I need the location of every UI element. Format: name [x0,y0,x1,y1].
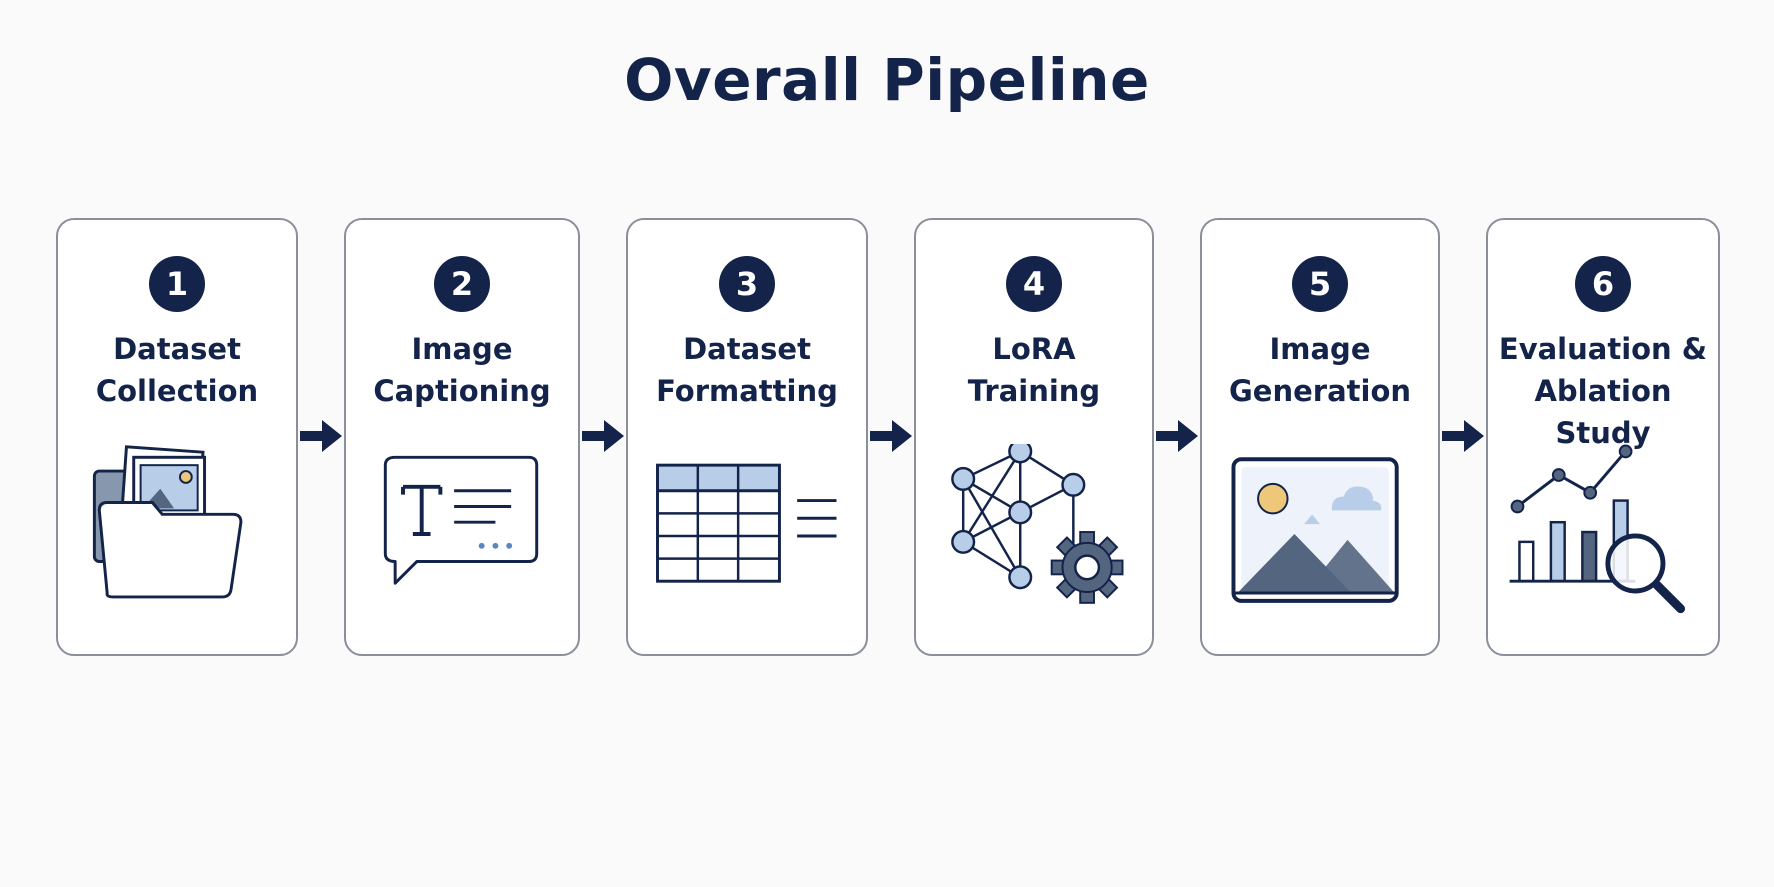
step-label-line-1: LoRA [992,332,1076,366]
flow-arrow [300,418,344,454]
table-grid-icon [656,463,837,583]
flow-arrow [870,418,914,454]
step-label-line-2: Generation [1228,374,1412,408]
step-card-2: 2 Image Captioning [344,218,580,656]
step-number-badge: 5 [1292,256,1348,312]
step-label: Image Generation [1202,328,1438,412]
step-card-5: 5 Image Generation [1200,218,1440,656]
step-number-badge: 2 [434,256,490,312]
step-label-line-2: Training [967,374,1101,408]
step-label-line-1: Image [1269,332,1371,366]
caption-speech-bubble-icon [383,455,539,585]
folder-images-icon [92,445,243,599]
landscape-image-icon [1231,457,1399,603]
flow-arrow [1442,418,1486,454]
step-label-line-1: Dataset [113,332,241,366]
step-label: Image Captioning [346,328,578,412]
step-card-1: 1 Dataset Collection [56,218,298,656]
step-card-6: 6 Evaluation & Ablation Study [1486,218,1720,656]
step-card-4: 4 LoRA Training [914,218,1154,656]
step-number-badge: 6 [1575,256,1631,312]
step-number-badge: 3 [719,256,775,312]
step-label-line-1: Dataset [683,332,811,366]
step-label: Dataset Formatting [628,328,866,412]
step-label-line-1: Evaluation & [1498,332,1708,366]
flow-arrow [582,418,626,454]
flow-arrow [1156,418,1200,454]
step-label-line-2: Captioning [373,374,551,408]
step-label: Evaluation & Ablation Study [1488,328,1718,454]
step-label: LoRA Training [916,328,1152,412]
step-label-line-2: Ablation Study [1534,374,1672,450]
step-label-line-2: Collection [95,374,259,408]
step-number-badge: 4 [1006,256,1062,312]
page-title: Overall Pipeline [624,46,1150,114]
step-label-line-1: Image [411,332,513,366]
chart-magnifier-icon [1509,444,1686,614]
step-card-3: 3 Dataset Formatting [626,218,868,656]
step-label-line-2: Formatting [656,374,838,408]
neural-network-gear-icon [951,444,1124,604]
step-label: Dataset Collection [58,328,296,412]
step-number-badge: 1 [149,256,205,312]
